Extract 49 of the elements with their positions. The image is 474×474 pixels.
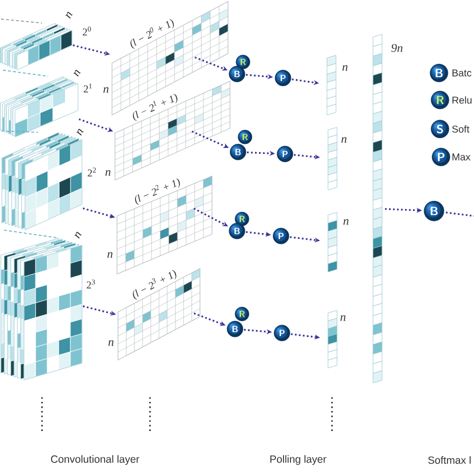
size-label: 2$^{2}$ (88, 168, 96, 176)
size-label: n (105, 170, 110, 176)
size-label: n (76, 128, 84, 136)
size-label: n (343, 219, 348, 225)
circle-letter: P (280, 330, 285, 336)
circle-letter: R (436, 96, 444, 104)
dashed-line (0, 18, 42, 24)
circle-letter: P (280, 74, 286, 82)
layer-label: Convolutional layer (51, 455, 140, 465)
size-label: n (342, 65, 348, 71)
size-label: (l − 2$^{3}$ + 1) (132, 270, 176, 300)
size-label: 2$^{3}$ (86, 280, 95, 288)
size-label: n (107, 252, 112, 258)
circle-letter: P (282, 150, 288, 158)
legend-text: Relu (452, 96, 472, 104)
circle-letter: R (242, 134, 248, 140)
size-label: (l − 2$^{2}$ + 1) (135, 178, 180, 205)
size-label: (l − 2$^{1}$ + 1) (132, 94, 178, 121)
size-label: n (74, 232, 82, 239)
dashed-line (2, 70, 48, 77)
circle-letter: P (278, 232, 284, 240)
circle-letter: B (234, 228, 240, 234)
circle-letter: R (240, 310, 245, 318)
circle-letter: B (234, 70, 240, 78)
circle-letter: B (430, 206, 438, 216)
circle-letter: B (236, 148, 241, 156)
legend-text: Max (452, 154, 470, 160)
size-label: n (66, 12, 73, 19)
layer-label: Polling layer (270, 455, 326, 465)
size-label: n (103, 87, 108, 93)
circle-letter: R (240, 58, 246, 66)
size-label: n (74, 70, 81, 77)
dashed-line (4, 230, 58, 238)
size-label: 2$^{1}$ (84, 84, 92, 92)
size-label: n (108, 340, 114, 346)
circle-letter: B (436, 68, 443, 78)
circle-letter: B (232, 326, 238, 332)
legend-text: Batc (452, 70, 472, 76)
dotted-line (446, 212, 474, 217)
size-label: n (340, 315, 346, 321)
size-label: n (341, 137, 346, 143)
size-label: 9n (391, 44, 402, 52)
size-label: (l − 2$^{0}$ + 1) (130, 19, 174, 49)
legend-text: Soft (452, 125, 470, 133)
circle-letter: P (438, 152, 444, 162)
size-label: 2$^{0}$ (82, 26, 91, 36)
circle-letter: S (436, 124, 443, 134)
layer-label: Softmax l (428, 456, 471, 464)
circle-letter: R (240, 216, 245, 222)
